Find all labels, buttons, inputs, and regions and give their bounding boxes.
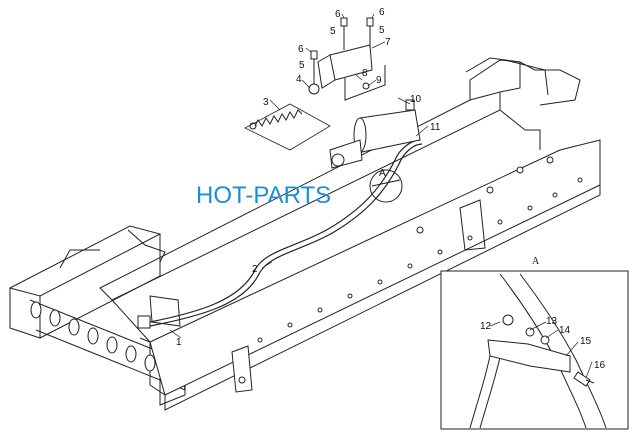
detail-view-title: A <box>532 256 540 267</box>
clutch-line <box>149 139 423 327</box>
callout-3: 3 <box>263 97 269 108</box>
callout-6a: 6 <box>335 9 341 20</box>
callout-11: 11 <box>430 122 441 133</box>
callout-8: 8 <box>362 68 368 79</box>
callout-1: 1 <box>176 337 182 348</box>
leader-lines <box>169 13 593 379</box>
callout-5c: 5 <box>299 60 305 71</box>
callout-15: 15 <box>580 336 592 347</box>
clutch-cylinder <box>329 99 421 169</box>
line-fitting <box>137 295 181 329</box>
callout-5b: 5 <box>379 25 385 36</box>
callout-12: 12 <box>480 321 492 332</box>
callout-6c: 6 <box>298 44 304 55</box>
callout-16: 16 <box>594 360 606 371</box>
return-spring <box>244 103 331 151</box>
detail-view-a <box>440 270 629 430</box>
frame-holes <box>30 156 583 372</box>
callout-10: 10 <box>410 94 422 105</box>
callout-14: 14 <box>559 325 571 336</box>
view-a-label: A <box>379 168 386 179</box>
callout-13: 13 <box>546 316 558 327</box>
mounting-bracket <box>317 44 386 101</box>
callout-6b: 6 <box>379 7 385 18</box>
frame-bracket <box>231 345 253 393</box>
view-a-marker <box>369 169 403 203</box>
callout-2: 2 <box>252 264 258 275</box>
watermark-text: HOT-PARTS <box>196 182 331 209</box>
callout-9: 9 <box>376 75 382 86</box>
callout-4: 4 <box>296 74 302 85</box>
callout-7: 7 <box>385 37 391 48</box>
callout-5a: 5 <box>330 26 336 37</box>
bolts <box>308 17 374 95</box>
